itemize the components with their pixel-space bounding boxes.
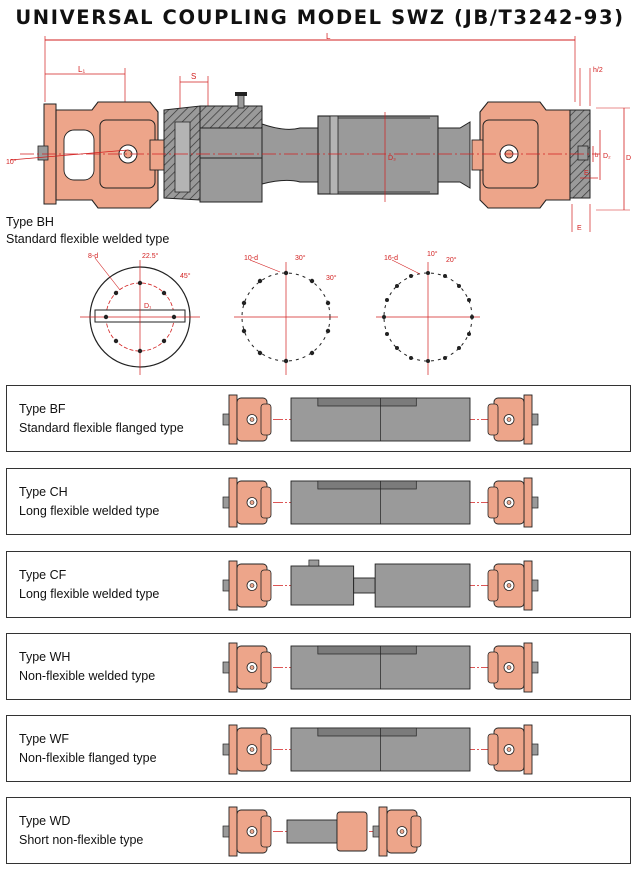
coupling-drawing [222, 477, 539, 528]
flange-patterns: 8-d 22.5° 45° D₁ 10-d 30° 30° [80, 250, 480, 375]
pattern1-angle1: 22.5° [142, 252, 159, 260]
pattern2-holes: 10-d [244, 255, 258, 262]
coupling-drawing [222, 806, 422, 857]
variant-type: Type CF [19, 568, 67, 582]
pattern1-holes: 8-d [88, 253, 98, 260]
dim-D: D [626, 155, 631, 162]
coupling-drawing [222, 642, 539, 693]
type-bh-label: Type BH Standard flexible welded type [6, 214, 169, 248]
dim-D2: D₂ [603, 153, 611, 160]
variant-description: Standard flexible flanged type [19, 421, 184, 435]
variant-description: Long flexible welded type [19, 587, 160, 601]
variant-label: Type CF Long flexible welded type [19, 566, 159, 604]
pattern2-angle2: 30° [326, 274, 337, 282]
dim-L: L [326, 32, 331, 41]
variant-type: Type CH [19, 485, 68, 499]
flange-pattern-8-holes: 8-d 22.5° 45° D₁ [80, 252, 200, 375]
coupling-drawing [222, 724, 539, 775]
pattern3-angle2: 20° [446, 256, 457, 264]
dim-angle: 10° [6, 158, 17, 166]
flange-pattern-16-holes: 16-d 10° 20° [376, 250, 480, 375]
coupling-drawing [222, 559, 539, 611]
variant-type: Type WF [19, 732, 70, 746]
type-bh-name: Type BH [6, 215, 54, 229]
variant-box: Type WH Non-flexible welded type [6, 633, 631, 700]
coupling-drawing [222, 394, 539, 445]
pattern3-angle1: 10° [427, 250, 438, 258]
dim-E: E [577, 225, 582, 232]
dim-b: b [595, 153, 599, 159]
variant-label: Type CH Long flexible welded type [19, 483, 159, 521]
variant-box: Type BF Standard flexible flanged type [6, 385, 631, 452]
dim-L1: L₁ [78, 65, 85, 74]
dim-E1: E₁ [584, 170, 592, 177]
variant-label: Type BF Standard flexible flanged type [19, 400, 184, 438]
variant-description: Non-flexible flanged type [19, 751, 157, 765]
variant-type: Type BF [19, 402, 66, 416]
variant-description: Long flexible welded type [19, 504, 160, 518]
flange-pattern-10-holes: 10-d 30° 30° [234, 254, 338, 375]
type-bh-description: Standard flexible welded type [6, 232, 170, 246]
dim-S: S [191, 72, 196, 81]
variant-type: Type WD [19, 814, 71, 828]
variant-label: Type WH Non-flexible welded type [19, 648, 155, 686]
main-coupling-drawing: L L₁ S D₃ D D₂ b h/2 E₁ [6, 32, 631, 232]
pattern1-pcd: D₁ [144, 303, 152, 310]
variant-label: Type WF Non-flexible flanged type [19, 730, 157, 768]
dim-h2: h/2 [593, 67, 603, 74]
variant-description: Short non-flexible type [19, 833, 144, 847]
variant-box: Type CH Long flexible welded type [6, 468, 631, 535]
pattern1-angle2: 45° [180, 272, 191, 280]
variant-description: Non-flexible welded type [19, 669, 156, 683]
pattern3-holes: 16-d [384, 255, 398, 262]
pattern2-angle1: 30° [295, 254, 306, 262]
variant-type: Type WH [19, 650, 71, 664]
dim-D3: D₃ [388, 155, 396, 162]
variant-box: Type WF Non-flexible flanged type [6, 715, 631, 782]
page-title: UNIVERSAL COUPLING MODEL SWZ (JB/T3242-9… [15, 6, 625, 29]
variant-label: Type WD Short non-flexible type [19, 812, 143, 850]
variant-box: Type WD Short non-flexible type [6, 797, 631, 864]
variant-box: Type CF Long flexible welded type [6, 551, 631, 618]
